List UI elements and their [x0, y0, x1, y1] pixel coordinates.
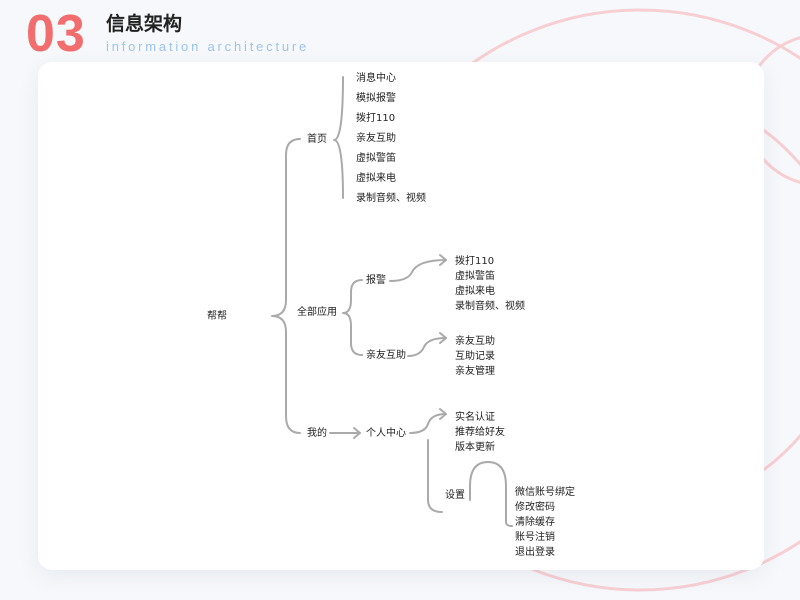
node-home-child: 模拟报警: [356, 93, 396, 104]
node-profile-child: 实名认证: [455, 412, 495, 423]
node-profile: 个人中心: [366, 428, 406, 439]
connector-mutual-help: [407, 337, 447, 357]
node-mutual-help-child: 亲友管理: [455, 366, 495, 377]
node-settings: 设置: [445, 490, 465, 501]
node-home-child: 虚拟来电: [356, 173, 396, 184]
brace-root: [271, 138, 301, 434]
connector-profile: [409, 413, 447, 434]
node-settings-child: 清除缓存: [515, 517, 555, 528]
node-settings-child: 微信账号绑定: [515, 487, 575, 498]
node-mutual-help: 亲友互助: [366, 350, 406, 361]
node-mutual-help-child: 互助记录: [455, 351, 495, 362]
node-profile-child: 推荐给好友: [455, 427, 505, 438]
node-alarm-child: 录制音频、视频: [455, 301, 525, 312]
node-home-child: 虚拟警笛: [356, 153, 396, 164]
node-all-apps: 全部应用: [297, 307, 337, 318]
connector-alarm: [389, 259, 447, 282]
arrow-mutual-help: [439, 332, 447, 344]
node-alarm-child: 拨打110: [455, 256, 495, 267]
section-number: 03: [26, 5, 86, 63]
node-home-child: 拨打110: [356, 113, 396, 124]
node-alarm-child: 虚拟来电: [455, 286, 495, 297]
node-home-child: 录制音频、视频: [356, 193, 426, 204]
connector-settings-hook: [469, 461, 513, 527]
section-title: 信息架构: [106, 13, 183, 35]
node-alarm-child: 虚拟警笛: [455, 271, 495, 282]
node-home-child: 消息中心: [356, 73, 396, 84]
node-mine: 我的: [307, 428, 327, 439]
brace-home: [333, 76, 344, 199]
arrow-mine: [353, 427, 361, 439]
node-settings-child: 修改密码: [515, 502, 555, 513]
arrow-profile: [439, 408, 447, 420]
node-settings-child: 退出登录: [515, 547, 555, 558]
node-mutual-help-child: 亲友互助: [455, 336, 495, 347]
node-home-child: 亲友互助: [356, 133, 396, 144]
arrow-alarm: [439, 254, 447, 266]
node-alarm: 报警: [366, 275, 386, 286]
node-profile-child: 版本更新: [455, 442, 495, 453]
brace-all-apps: [342, 279, 363, 356]
architecture-card: [38, 62, 764, 570]
node-settings-child: 账号注销: [515, 532, 555, 543]
section-subtitle: information architecture: [106, 39, 310, 54]
node-root: 帮帮: [207, 311, 227, 322]
node-home: 首页: [307, 134, 327, 145]
connector-settings: [427, 439, 443, 513]
